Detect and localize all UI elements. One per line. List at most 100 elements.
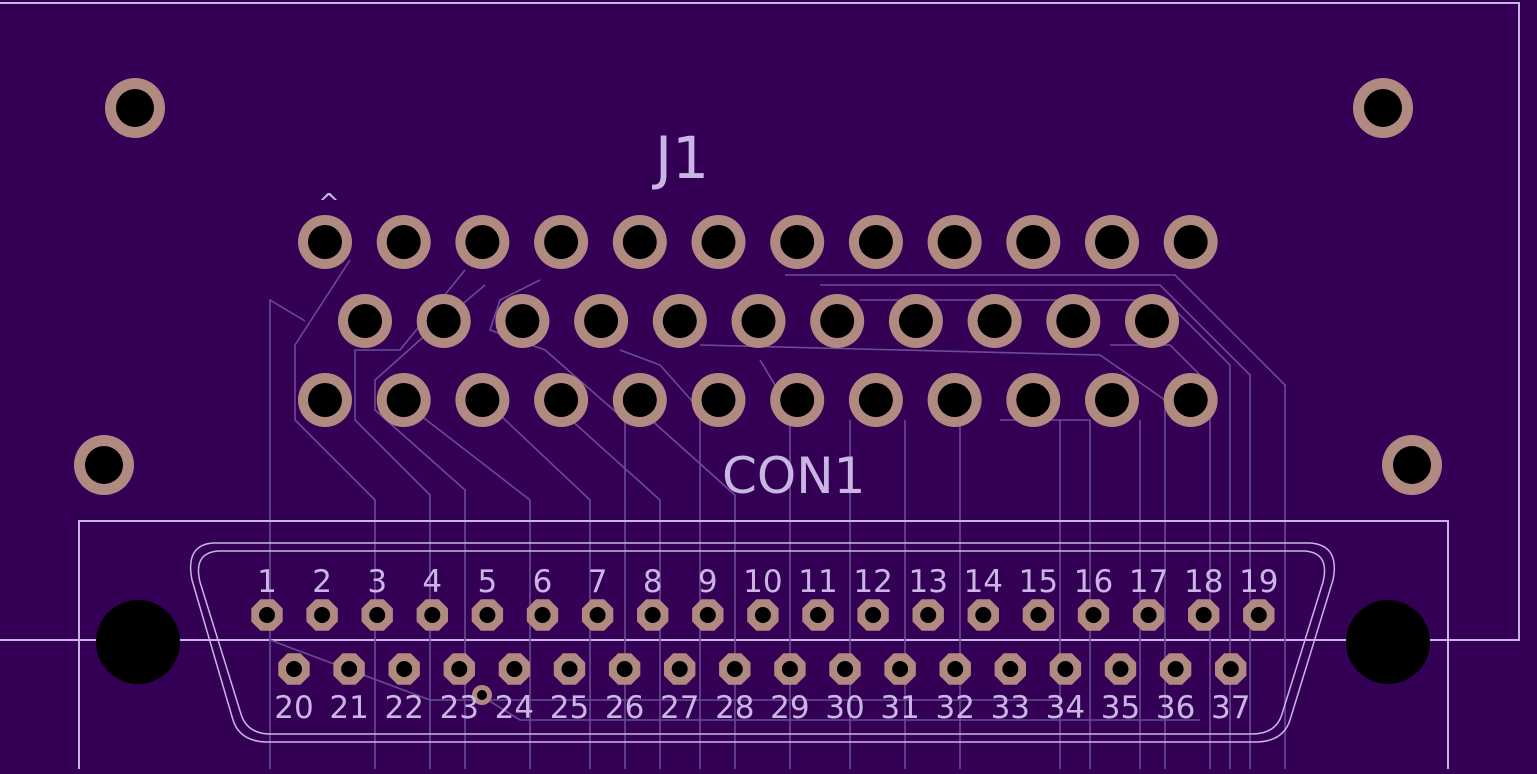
con1-pad — [278, 653, 310, 685]
trace — [820, 284, 1251, 770]
j1-pad — [298, 373, 352, 427]
j1-pad — [770, 373, 825, 427]
j1-pad — [770, 215, 825, 269]
con1-pad — [1022, 599, 1055, 631]
con1-mounting-hole-icon — [96, 600, 180, 684]
con1-pad — [967, 599, 999, 631]
con1-pad — [471, 599, 504, 631]
j1-pad — [927, 373, 982, 427]
j1-pad — [455, 215, 510, 269]
trace — [699, 344, 1166, 770]
con1-pin-label-top: 14 — [964, 564, 1003, 600]
con1-pad — [608, 653, 641, 685]
mounting-hole-icon — [105, 78, 165, 138]
j1-pad — [848, 215, 903, 269]
con1-mounting-hole-icon — [1346, 600, 1430, 684]
via-icon — [472, 685, 492, 705]
con1-pad — [581, 599, 614, 631]
j1-pad — [1163, 373, 1218, 427]
con1-pad — [443, 653, 475, 685]
board-outline — [0, 2, 1520, 641]
con1-reference-label: CON1 — [722, 447, 865, 505]
con1-pads — [251, 599, 1275, 705]
trace — [860, 299, 1231, 770]
con1-pin-label-bottom: 34 — [1046, 690, 1085, 726]
con1-shell-outer — [189, 542, 1335, 743]
j1-pad — [1125, 294, 1179, 348]
con1-pin-label-bottom: 31 — [880, 690, 919, 726]
con1-pin-label-top: 3 — [367, 564, 387, 600]
j1-pad — [1085, 215, 1139, 269]
trace — [785, 274, 1286, 770]
j1-pad — [1006, 215, 1061, 269]
j1-pad — [652, 294, 707, 348]
con1-pin-label-bottom: 29 — [770, 690, 809, 726]
j1-pad — [534, 215, 589, 269]
con1-pin-label-bottom: 23 — [440, 690, 479, 726]
con1-pad — [498, 653, 531, 685]
mounting-hole-icon — [74, 435, 134, 495]
j1-pad — [495, 294, 550, 348]
trace — [619, 349, 701, 770]
j1-pad — [416, 294, 471, 348]
con1-pin-label-bottom: 25 — [550, 690, 589, 726]
j1-pad — [927, 215, 982, 269]
con1-pin-label-bottom: 28 — [715, 690, 754, 726]
con1-pad — [884, 653, 916, 685]
j1-pad — [1163, 215, 1218, 269]
con1-pin-label-bottom: 30 — [825, 690, 864, 726]
mounting-holes — [74, 78, 1442, 684]
con1-pin-label-top: 1 — [257, 564, 277, 600]
con1-pin-label-top: 7 — [588, 564, 608, 600]
con1-pin-label-top: 12 — [853, 564, 892, 600]
j1-pad — [612, 215, 667, 269]
j1-pad — [691, 215, 746, 269]
con1-pad — [306, 599, 338, 631]
con1-pin-label-bottom: 21 — [329, 690, 368, 726]
con1-pin-label-top: 2 — [312, 564, 332, 600]
con1-pad — [1188, 599, 1220, 631]
con1-pad — [747, 599, 779, 631]
con1-pin-label-bottom: 27 — [660, 690, 699, 726]
con1-pad — [939, 653, 971, 685]
j1-pad — [888, 294, 943, 348]
j1-pad — [298, 215, 352, 269]
con1-pad — [692, 599, 724, 631]
con1-pin-label-top: 16 — [1074, 564, 1113, 600]
j1-pad — [376, 215, 431, 269]
j1-pad — [376, 373, 431, 427]
con1-pad — [664, 653, 696, 685]
con1-pad — [388, 653, 420, 685]
trace — [479, 694, 1200, 721]
trace — [269, 639, 1060, 701]
con1-pin-label-bottom: 32 — [935, 690, 974, 726]
con1-pin-label-top: 8 — [643, 564, 663, 600]
con1-pad — [802, 599, 834, 631]
trace — [294, 259, 376, 770]
con1-pin-label-top: 13 — [908, 564, 947, 600]
con1-pin-label-top: 17 — [1129, 564, 1168, 600]
con1-pad — [1077, 599, 1110, 631]
j1-pad — [1085, 373, 1139, 427]
con1-pad — [1215, 653, 1247, 685]
con1-pad — [416, 599, 448, 631]
con1-pad — [1104, 653, 1137, 685]
trace — [354, 269, 466, 770]
con1-pin-label-bottom: 36 — [1156, 690, 1195, 726]
con1-pin-label-top: 5 — [478, 564, 498, 600]
j1-pad — [612, 373, 667, 427]
con1-pin-label-top: 19 — [1239, 564, 1278, 600]
con1-pad — [829, 653, 861, 685]
con1-pad — [857, 599, 889, 631]
con1-pin-label-top: 10 — [743, 564, 782, 600]
pin1-marker: ^ — [318, 189, 340, 219]
con1-pin-label-bottom: 22 — [384, 690, 423, 726]
con1-pad — [1243, 599, 1275, 631]
con1-pin-label-top: 9 — [698, 564, 718, 600]
con1-pad — [1159, 653, 1192, 685]
con1-pad — [1049, 653, 1082, 685]
con1-pad — [333, 653, 365, 685]
